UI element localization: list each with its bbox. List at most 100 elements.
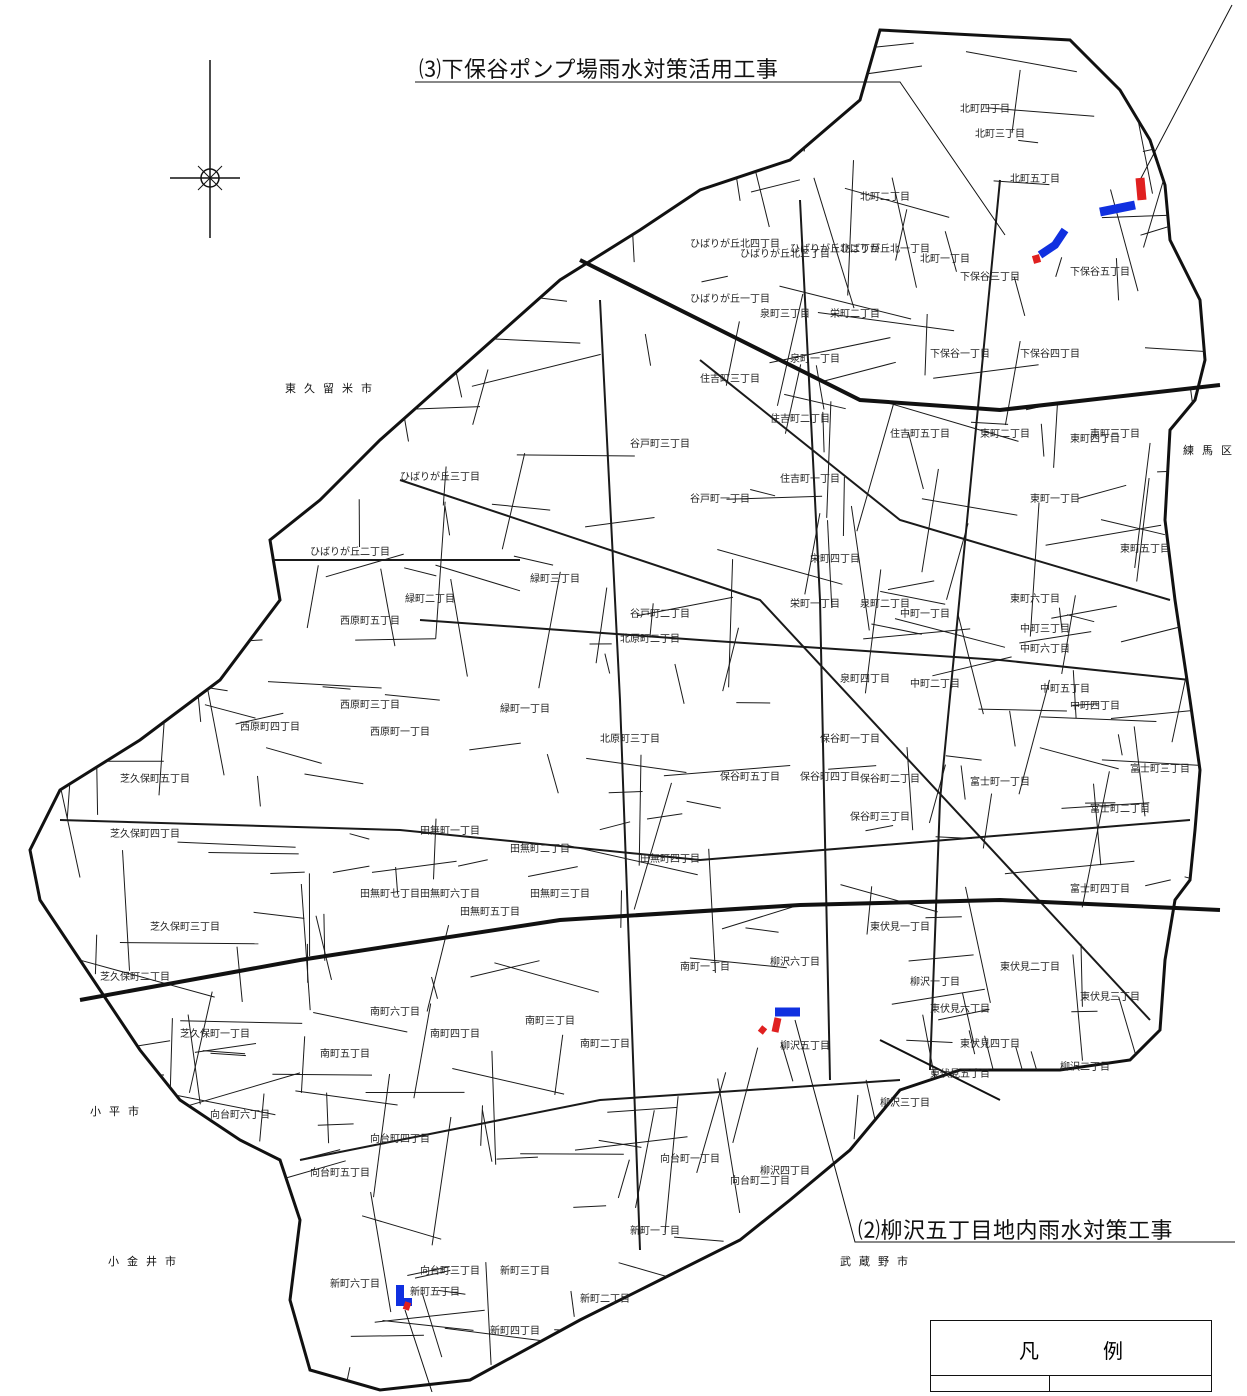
street-line [946,756,982,760]
street-line [202,1353,210,1382]
street-line [302,40,397,56]
street-line [1016,1046,1044,1145]
street-line [166,192,188,311]
street-line [74,78,85,215]
street-line [272,1074,372,1075]
town-label: 新町五丁目 [410,1283,460,1298]
street-line [1172,611,1200,742]
city-label-musashino: 武蔵野市 [840,1253,916,1269]
town-label: 保谷町一丁目 [820,730,880,745]
works-red-shinmachi [404,1305,410,1307]
street-line [322,165,330,191]
street-line [376,196,410,198]
street-line [194,252,227,260]
street-line [1132,1068,1138,1136]
town-label: 富士町一丁目 [970,773,1030,788]
street-line [85,1057,139,1064]
street-line [639,755,641,866]
town-label: 南町一丁目 [680,958,730,973]
town-label: 住吉町三丁目 [700,370,760,385]
street-line [1012,70,1020,133]
street-line [395,360,409,441]
street-line [1208,49,1231,50]
street-line [270,872,304,873]
street-line [171,266,201,378]
town-label: 東町四丁目 [1070,430,1120,445]
street-line [625,1327,663,1331]
town-label: 緑町三丁目 [530,570,580,585]
town-label: 緑町二丁目 [405,590,455,605]
street-line [1129,76,1152,194]
street-line [469,743,521,750]
street-line [85,1073,164,1075]
street-line [596,588,607,664]
street-line [38,1041,170,1062]
town-label: 谷戸町二丁目 [630,605,690,620]
town-label: 南町三丁目 [525,1012,575,1027]
street-line [750,490,775,496]
town-label: 富士町二丁目 [1090,800,1150,815]
street-line [254,912,305,918]
street-line [966,52,1077,72]
city-label-koganei: 小金井市 [108,1253,184,1269]
street-line [180,1021,302,1024]
town-label: 泉町二丁目 [860,595,910,610]
street-line [170,278,227,289]
street-line [115,445,135,514]
street-line [961,766,965,800]
street-line [269,294,279,407]
street-line [219,212,254,325]
street-line [814,1280,845,1286]
town-label: 保谷町二丁目 [860,770,920,785]
street-line [802,38,824,41]
town-label: 住吉町二丁目 [770,410,830,425]
town-label: 南町四丁目 [430,1025,480,1040]
street-line [136,650,177,655]
street-line [507,238,577,256]
town-label: 南町六丁目 [370,1003,420,1018]
street-line [1094,784,1101,866]
street-line [733,1048,758,1143]
town-label: 北原町三丁目 [600,730,660,745]
town-label: 柳沢一丁目 [910,973,960,988]
street-line [983,794,991,849]
street-line [1208,329,1247,345]
main-road [800,200,830,1080]
street-line [355,639,436,640]
street-line [175,276,186,390]
street-line [631,1374,652,1380]
town-label: 東町六丁目 [1010,590,1060,605]
street-line [702,276,728,282]
city-label-higashikurume: 東久留米市 [285,380,380,396]
street-line [517,455,635,456]
street-line [130,95,136,164]
street-line [520,1154,624,1155]
works-blue-shimohoya [1040,230,1065,255]
street-line [1099,1113,1127,1119]
street-line [203,1051,245,1054]
town-label: 谷戸町一丁目 [690,490,750,505]
street-line [339,399,342,450]
town-label: 東伏見一丁目 [870,918,930,933]
street-line [1005,861,1135,874]
street-line [854,1095,858,1139]
street-line [371,1192,391,1312]
works-blue-kitamachi [1100,205,1135,212]
town-label: 田無町三丁目 [530,885,590,900]
street-line [573,1206,606,1208]
street-line [177,49,292,51]
street-line [114,332,125,369]
town-label: 泉町三丁目 [760,305,810,320]
street-line [1031,1051,1056,1136]
town-label: 中町五丁目 [1040,680,1090,695]
street-line [383,1321,474,1331]
street-line [471,961,540,977]
street-line [607,1107,677,1112]
street-line [76,280,195,293]
street-line [84,1039,102,1112]
street-line [350,834,370,839]
town-label: 西原町四丁目 [240,718,300,733]
town-label: 保谷町四丁目 [800,768,860,783]
street-line [472,354,601,386]
